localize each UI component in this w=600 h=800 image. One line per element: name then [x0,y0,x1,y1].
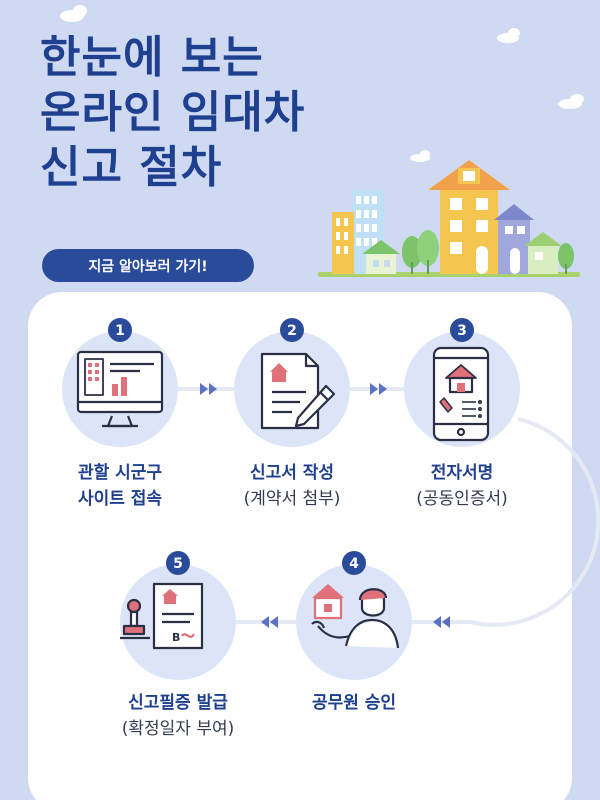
step-4-title: 공무원 승인 [311,693,397,713]
step-1-badge: 1 [108,318,132,342]
arrow-right-icon [200,383,217,395]
house-icon [362,240,400,274]
tree-icon [558,243,574,274]
step-3-label: 전자서명 (공동인증서) [372,460,552,512]
step-5-badge: 5 [166,551,190,575]
arrow-right-icon [370,383,387,395]
title-line-3: 신고 절차 [40,142,223,193]
cloud-icon [60,5,87,22]
step-3-subtitle: (공동인증서) [416,489,508,509]
cloud-icon [558,94,584,109]
cta-button[interactable]: 지금 알아보러 가기! [42,249,254,282]
step-5-number: 5 [173,556,183,572]
step-3-badge: 3 [450,318,474,342]
step-1-title: 관할 시군구 [77,463,163,483]
step-5-subtitle: (확정일자 부여) [121,719,235,739]
step-2-number: 2 [287,323,297,339]
cloud-icon [410,150,430,162]
page-title: 한눈에 보는 온라인 임대차 신고 절차 [40,30,305,195]
apartment-house-icon [428,160,510,274]
arrow-left-icon [261,616,278,628]
connector-3-4 [412,417,600,627]
title-line-2: 온라인 임대차 [40,87,306,138]
stamp-certificate-icon: B [120,582,204,650]
step-5-title: 신고필증 발급 [128,693,228,713]
step-1-number: 1 [115,323,125,339]
house-icon [524,232,562,274]
smartphone-icon [432,346,490,442]
step-1-subtitle: 사이트 접속 [77,489,163,509]
step-3-title: 전자서명 [430,463,494,483]
step-4-label: 공무원 승인 [264,690,444,716]
step-3-number: 3 [457,323,467,339]
step-2-title: 신고서 작성 [249,463,335,483]
step-1-label: 관할 시군구 사이트 접속 [30,460,210,512]
office-building-icon [332,190,384,274]
step-2-subtitle: (계약서 첨부) [243,489,341,509]
title-line-1: 한눈에 보는 [40,32,264,83]
computer-monitor-icon [76,350,164,428]
svg-text:B: B [172,631,180,644]
arrow-left-icon [433,616,450,628]
step-4-badge: 4 [342,551,366,575]
step-5-label: 신고필증 발급 (확정일자 부여) [88,690,268,742]
step-2-label: 신고서 작성 (계약서 첨부) [202,460,382,512]
step-2-badge: 2 [280,318,304,342]
tree-icon [417,230,439,274]
tree-icon [402,236,422,274]
buildings-illustration [318,160,580,277]
document-pen-icon [260,352,336,430]
cloud-icon [497,28,520,43]
clouds-decoration [60,5,584,162]
officer-house-icon [311,584,400,649]
step-4-number: 4 [349,556,359,572]
